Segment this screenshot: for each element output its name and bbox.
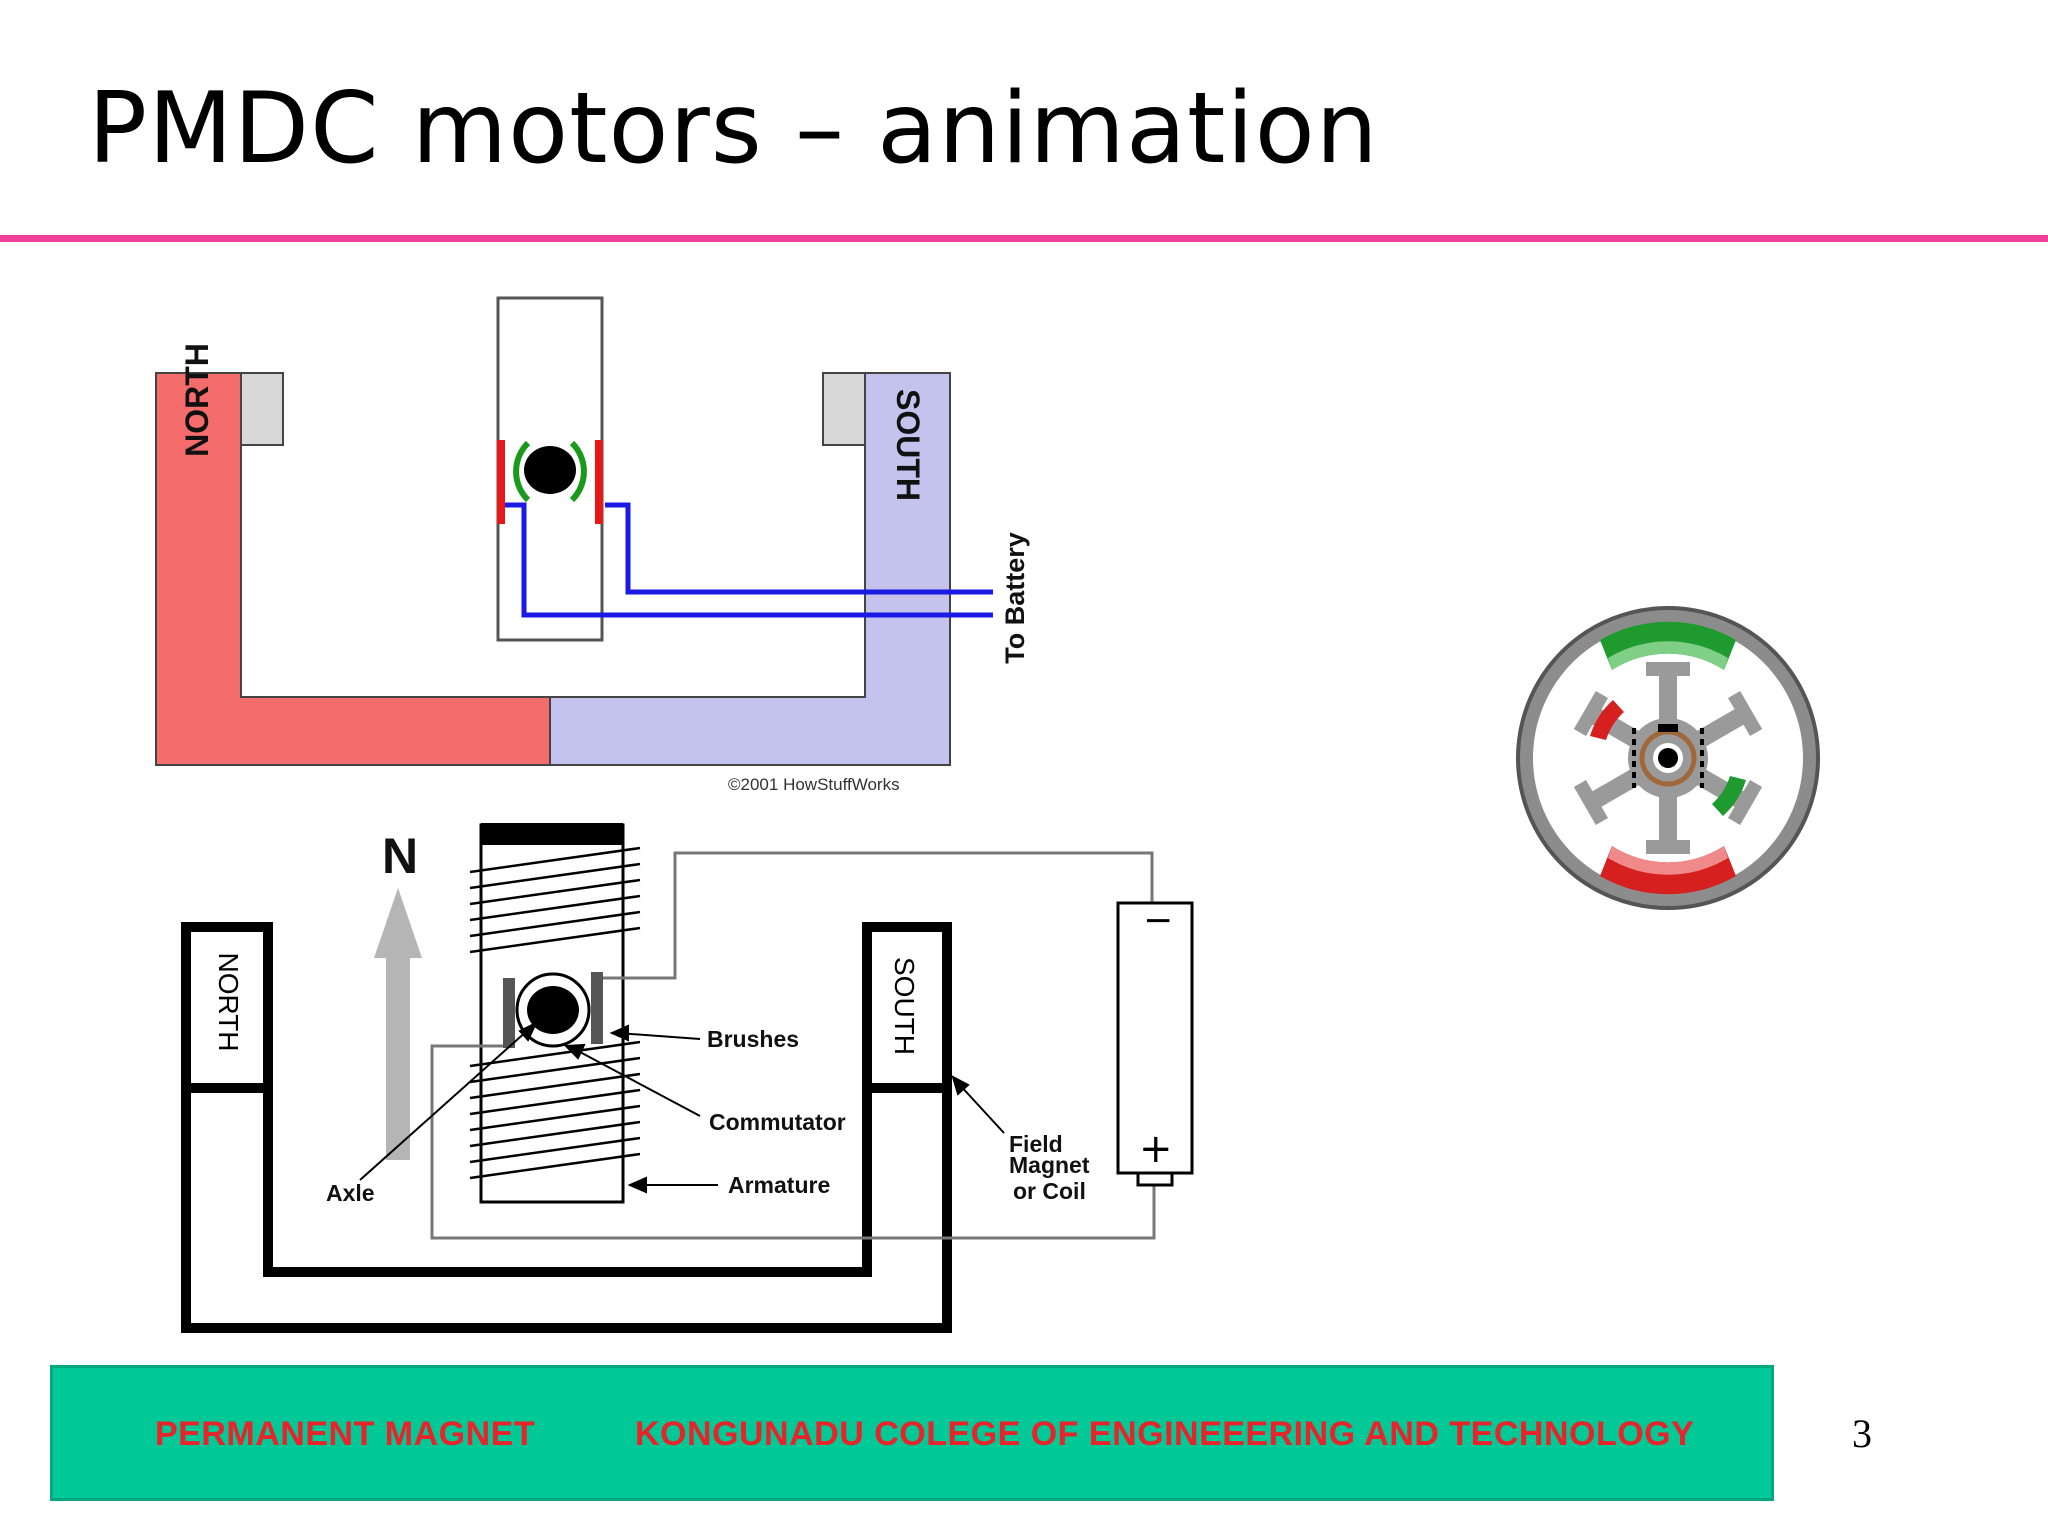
footer-bar: PERMANENT MAGNET KONGUNADU COLEGE OF ENG…: [50, 1365, 1774, 1501]
brush-left-bottom: [503, 978, 515, 1048]
copyright-text: ©2001 HowStuffWorks: [728, 775, 900, 794]
armature-windings: [469, 846, 641, 1180]
battery-minus: −: [1143, 900, 1173, 941]
armature-label: Armature: [728, 1172, 830, 1198]
rotor-animation: [1516, 606, 1820, 910]
brush-right: [595, 440, 603, 524]
north-pole-tip: [240, 372, 284, 446]
wire-lower: [505, 502, 993, 618]
north-label-bottom: NORTH: [213, 952, 244, 1051]
axle-bottom: [527, 986, 579, 1034]
slide-title: PMDC motors – animation: [88, 72, 1379, 186]
brush-left: [497, 440, 505, 524]
top-motor-diagram: NORTH SOUTH To Battery ©2001 HowStuffWor…: [155, 296, 1030, 794]
armature-cap: [481, 823, 623, 845]
commutator-right: [569, 440, 587, 503]
page-number: 3: [1852, 1411, 1872, 1456]
wire-upper: [605, 502, 993, 595]
leader-lines: [359, 1020, 1005, 1194]
brush-dashes: [1632, 728, 1704, 788]
magnet-yoke: [181, 1083, 952, 1333]
battery-plus: +: [1139, 1126, 1173, 1172]
battery-body: [1116, 901, 1194, 1175]
south-pole-tip: [822, 372, 866, 446]
circuit-wire-bottom: [430, 1044, 1156, 1240]
brush-top: [1658, 724, 1678, 732]
commutator-label: Commutator: [709, 1109, 846, 1135]
north-arrow: [374, 888, 422, 1160]
south-magnet: [549, 372, 951, 766]
brushes-label: Brushes: [707, 1026, 799, 1052]
south-label-bottom: SOUTH: [889, 957, 920, 1055]
stator-magnet-bottom-light: [1608, 846, 1728, 875]
axle-top: [524, 446, 576, 494]
stator-magnet-top-light: [1608, 641, 1728, 670]
brush-right-bottom: [591, 972, 603, 1044]
battery-terminal: [1136, 1171, 1174, 1187]
rotor-winding-red: [1590, 700, 1624, 740]
footer-topic: PERMANENT MAGNET: [155, 1415, 536, 1453]
rotor-winding-green: [1712, 776, 1746, 816]
rotor-axle-center: [1658, 748, 1678, 768]
axle-label: Axle: [326, 1180, 375, 1206]
south-label-top: SOUTH: [890, 389, 926, 501]
field-magnet-label-2: Magnet: [1009, 1152, 1090, 1178]
circuit-wire-top: [603, 851, 1154, 980]
battery-label: To Battery: [1000, 532, 1030, 664]
footer-college: KONGUNADU COLEGE OF ENGINEEERING AND TEC…: [635, 1415, 1695, 1453]
north-arrow-label: N: [382, 828, 418, 884]
north-label-top: NORTH: [179, 343, 215, 457]
north-magnet: [155, 372, 551, 766]
title-divider: [0, 235, 2048, 242]
commutator-left: [513, 440, 531, 503]
field-magnet-label-3: or Coil: [1013, 1178, 1086, 1204]
field-magnet-label-1: Field: [1009, 1131, 1063, 1157]
bottom-motor-diagram: NORTH SOUTH N: [181, 823, 1194, 1333]
